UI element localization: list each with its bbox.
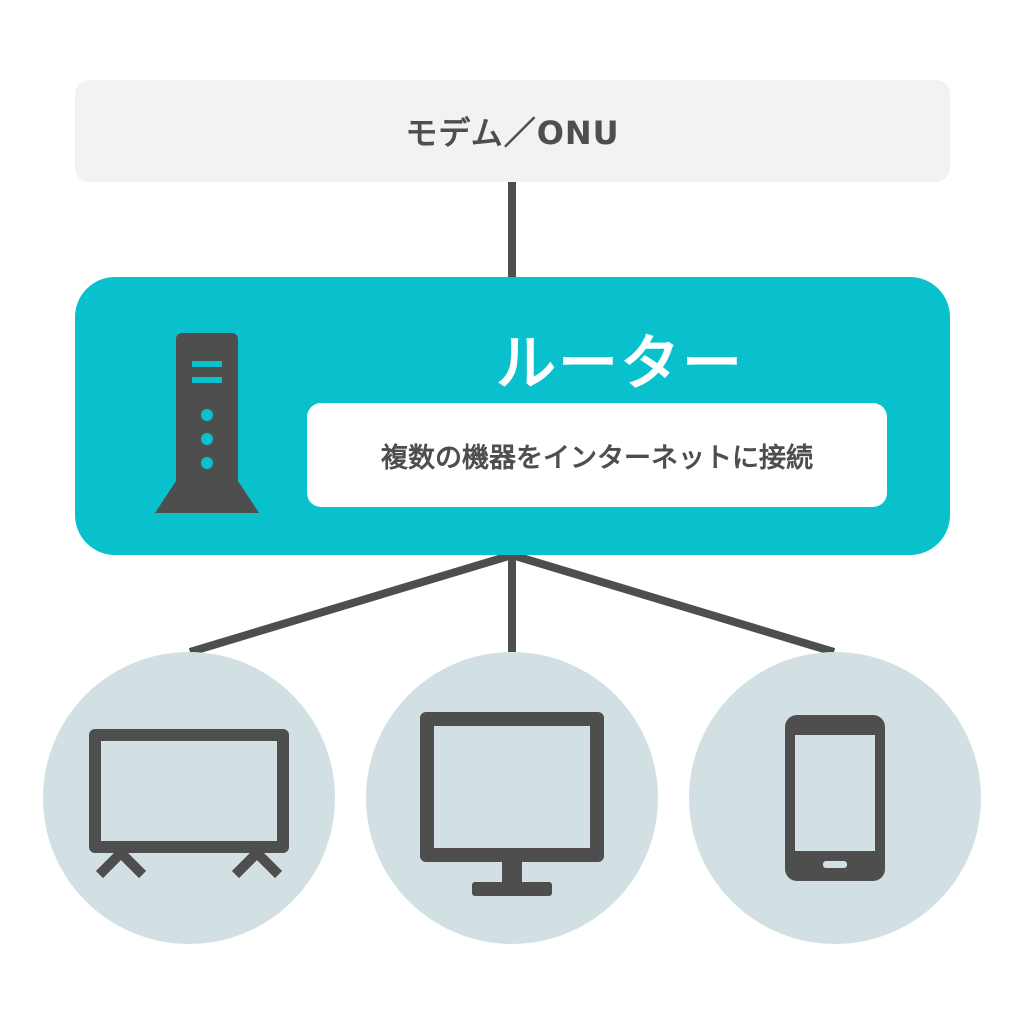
tv-icon — [89, 729, 289, 879]
router-tv-line — [188, 551, 514, 656]
monitor-icon — [420, 712, 604, 896]
router-node: ルーター 複数の機器をインターネットに接続 — [75, 277, 950, 555]
device-monitor — [366, 652, 658, 944]
device-smartphone — [689, 652, 981, 944]
router-description-box: 複数の機器をインターネットに接続 — [307, 403, 887, 507]
router-phone-line — [510, 551, 836, 656]
router-description: 複数の機器をインターネットに接続 — [381, 442, 813, 474]
modem-label: モデム／ONU — [405, 114, 620, 152]
router-title: ルーター — [496, 329, 744, 399]
device-tv — [43, 652, 335, 944]
smartphone-icon — [785, 715, 885, 881]
modem-onu-node: モデム／ONU — [75, 80, 950, 182]
router-icon — [155, 333, 259, 513]
